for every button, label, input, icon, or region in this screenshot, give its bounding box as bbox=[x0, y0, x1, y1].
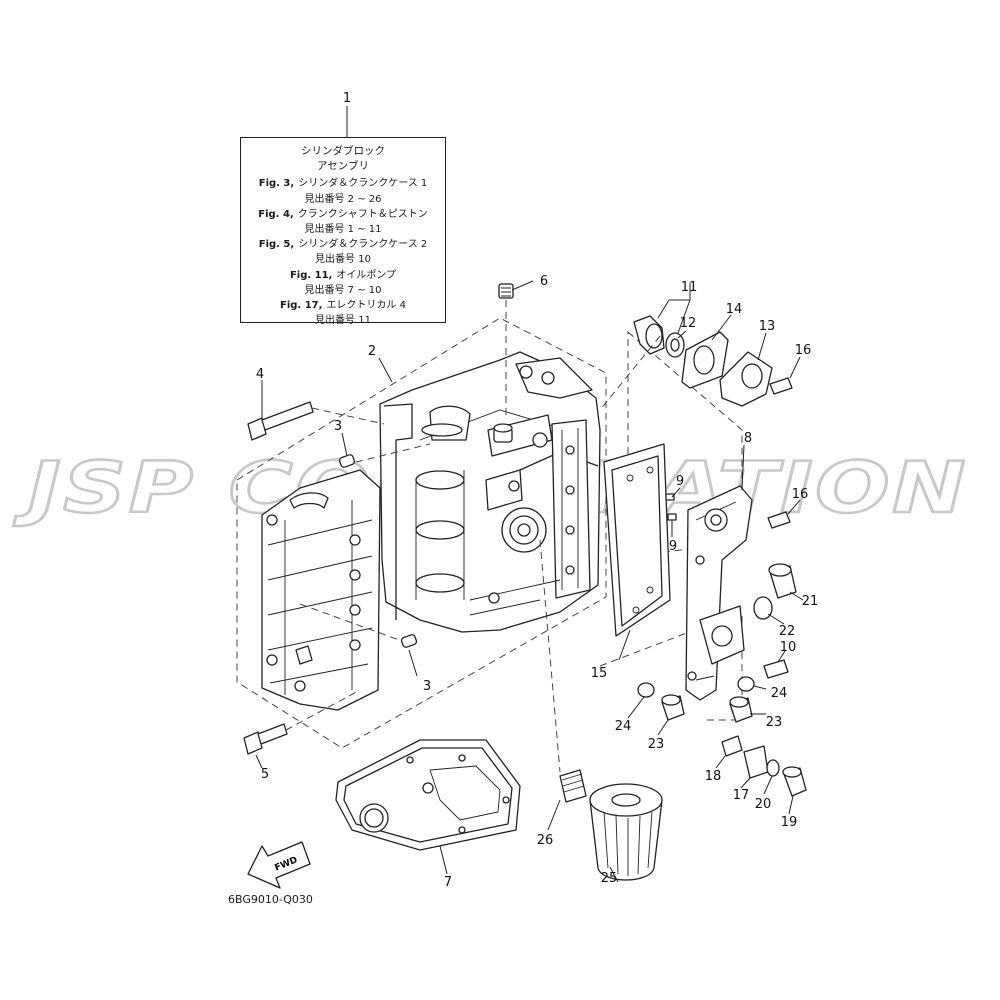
fig-number: Fig. 3, bbox=[258, 178, 295, 190]
fig-reference: 見出番号 10 bbox=[315, 254, 371, 266]
o-ring-22 bbox=[753, 596, 773, 620]
fig-number: Fig. 11, bbox=[289, 269, 333, 281]
fwd-arrow: FWD bbox=[247, 841, 311, 889]
washer bbox=[665, 332, 685, 358]
callout-11: 11 bbox=[681, 280, 698, 295]
plug-23a bbox=[661, 694, 685, 721]
cylinder-block-assembly-outline bbox=[236, 317, 607, 749]
fig-number: Fig. 4, bbox=[258, 208, 294, 220]
callout-3-lower: 3 bbox=[423, 679, 431, 694]
callout-16-lower: 16 bbox=[792, 487, 809, 502]
callout-19: 19 bbox=[781, 815, 798, 830]
oil-pump-housing bbox=[685, 485, 753, 701]
callout-13: 13 bbox=[759, 319, 776, 334]
o-ring-20 bbox=[766, 759, 780, 777]
callout-20: 20 bbox=[755, 797, 772, 812]
fig-description: クランクシャフト＆ピストン bbox=[297, 208, 428, 220]
oil-filter bbox=[589, 783, 663, 881]
assembly-title-line1: シリンダブロック bbox=[301, 145, 385, 157]
callout-16: 16 bbox=[795, 343, 812, 358]
dowel-pin-lower bbox=[400, 634, 418, 648]
fig-number: Fig. 17, bbox=[280, 300, 323, 312]
diagram-code: 6BG9010-Q030 bbox=[228, 893, 313, 906]
callout-25: 25 bbox=[601, 871, 618, 886]
pin-9b bbox=[667, 513, 677, 521]
callout-14: 14 bbox=[726, 302, 743, 317]
callout-26: 26 bbox=[537, 833, 554, 848]
callout-7: 7 bbox=[444, 875, 452, 890]
callout-23-right: 23 bbox=[766, 715, 783, 730]
callout-2: 2 bbox=[368, 344, 376, 359]
bolt-18 bbox=[721, 735, 743, 757]
callout-12: 12 bbox=[680, 316, 697, 331]
bolt-16b bbox=[767, 511, 791, 529]
fig-reference: 見出番号 2 ~ 26 bbox=[304, 193, 382, 205]
bolt-long bbox=[247, 401, 314, 441]
callout-23: 23 bbox=[648, 737, 665, 752]
callout-8: 8 bbox=[744, 431, 752, 446]
cylinder-block bbox=[379, 351, 601, 633]
washer-24b bbox=[737, 676, 755, 692]
oil-pump-group-outline bbox=[627, 330, 743, 557]
dowel-pin-upper bbox=[338, 454, 356, 468]
ref-row: Fig. 17,エレクトリカル 4 bbox=[245, 298, 441, 313]
drain-plug bbox=[782, 766, 807, 797]
thermostat-gasket bbox=[681, 331, 729, 389]
fig-description: シリンダ＆クランクケース 2 bbox=[298, 239, 428, 251]
lower-cover-group-outline bbox=[599, 611, 743, 721]
callout-18: 18 bbox=[705, 769, 722, 784]
sleeve bbox=[743, 745, 769, 779]
callout-15: 15 bbox=[591, 666, 608, 681]
plug bbox=[498, 283, 514, 299]
callout-4: 4 bbox=[256, 367, 264, 382]
callout-24: 24 bbox=[615, 719, 632, 734]
callout-9-lower: 9 bbox=[669, 539, 677, 554]
callout-3: 3 bbox=[334, 419, 342, 434]
callout-22: 22 bbox=[779, 624, 796, 639]
callout-17: 17 bbox=[733, 788, 750, 803]
ref-row: Fig. 3,シリンダ＆クランクケース 1 bbox=[245, 176, 441, 191]
leader-lines bbox=[255, 106, 804, 883]
bolt-16a bbox=[769, 377, 793, 395]
callout-9: 9 bbox=[676, 474, 684, 489]
fig-reference: 見出番号 1 ~ 11 bbox=[304, 224, 382, 236]
gasket bbox=[335, 739, 521, 851]
ref-row: Fig. 4,クランクシャフト＆ピストン bbox=[245, 207, 441, 222]
callout-6: 6 bbox=[540, 274, 548, 289]
fig-number: Fig. 5, bbox=[258, 239, 295, 251]
ref-row: Fig. 5,シリンダ＆クランクケース 2 bbox=[245, 237, 441, 252]
plug-23b bbox=[729, 696, 753, 723]
bolt-short bbox=[243, 723, 288, 755]
callout-5: 5 bbox=[261, 767, 269, 782]
oil-filter-union bbox=[559, 769, 587, 803]
crankcase-half bbox=[261, 469, 381, 711]
fig-reference: 見出番号 11 bbox=[315, 315, 371, 327]
fitting bbox=[633, 315, 665, 355]
fig-reference: 見出番号 7 ~ 10 bbox=[304, 284, 382, 296]
pressure-sensor bbox=[768, 563, 797, 599]
pin-9a bbox=[665, 493, 675, 501]
fig-description: オイルポンプ bbox=[336, 269, 397, 281]
callout-numbers: 1 2 3 3 4 5 6 7 8 9 9 10 11 12 13 14 15 … bbox=[256, 91, 818, 890]
manifold-gasket bbox=[603, 443, 671, 637]
callout-1: 1 bbox=[343, 91, 351, 106]
thermostat-cover bbox=[719, 351, 773, 407]
bolt-10 bbox=[763, 659, 789, 679]
washer-24a bbox=[637, 682, 655, 698]
callout-21: 21 bbox=[802, 594, 819, 609]
fig-description: エレクトリカル 4 bbox=[326, 300, 406, 312]
assembly-reference-box: シリンダブロック アセンブリ Fig. 3,シリンダ＆クランクケース 1 見出番… bbox=[240, 137, 446, 326]
ref-row: Fig. 11,オイルポンプ bbox=[245, 268, 441, 283]
assembly-title-line2: アセンブリ bbox=[317, 160, 369, 173]
callout-10: 10 bbox=[780, 640, 797, 655]
callout-24-right: 24 bbox=[771, 686, 788, 701]
fig-description: シリンダ＆クランクケース 1 bbox=[298, 178, 428, 190]
